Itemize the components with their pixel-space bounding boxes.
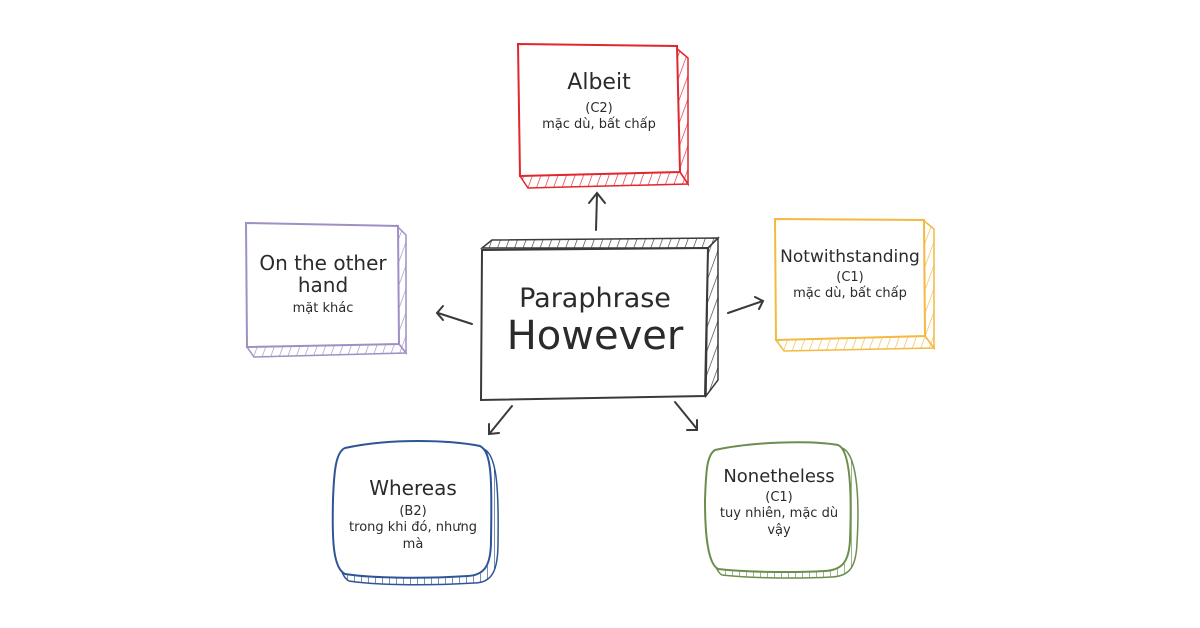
center-line1: Paraphrase [519, 283, 671, 315]
node-albeit-box [516, 42, 690, 189]
node-notwithstanding-title: Notwithstanding [780, 246, 920, 267]
arrow-to-on-the-other-hand [435, 305, 473, 325]
node-albeit-meaning: mặc dù, bất chấp [542, 117, 656, 133]
node-on-the-other-hand-meaning: mặt khác [292, 301, 354, 317]
arrow-to-albeit [588, 191, 606, 231]
node-on-the-other-hand: On the other hand mặt khác [248, 248, 398, 322]
node-albeit-title: Albeit [567, 69, 631, 95]
node-notwithstanding-box [773, 217, 936, 352]
arrow-to-notwithstanding [727, 296, 765, 314]
center-box [479, 236, 720, 402]
node-albeit: Albeit (C2) mặc dù, bất chấp [520, 62, 678, 142]
node-whereas-meaning: trong khi đó, nhưng mà [349, 520, 477, 552]
node-nonetheless-level: (C1) [765, 490, 793, 506]
arrow-to-whereas [488, 405, 513, 436]
center-line2: However [506, 312, 684, 359]
node-nonetheless-title: Nonetheless [723, 466, 835, 488]
node-albeit-level: (C2) [585, 100, 613, 116]
node-on-the-other-hand-title: On the other hand [259, 251, 387, 298]
node-whereas-level: (B2) [399, 504, 427, 520]
arrow-to-nonetheless [674, 401, 698, 431]
node-on-the-other-hand-box [244, 221, 408, 358]
node-nonetheless: Nonetheless (C1) tuy nhiên, mặc dù vậy [708, 464, 850, 542]
node-nonetheless-meaning: tuy nhiên, mặc dù vậy [719, 506, 839, 538]
node-notwithstanding: Notwithstanding (C1) mặc dù, bất chấp [776, 242, 924, 308]
node-notwithstanding-meaning: mặc dù, bất chấp [793, 285, 907, 301]
node-whereas-box [331, 440, 499, 586]
node-notwithstanding-level: (C1) [836, 269, 864, 285]
node-whereas-title: Whereas [369, 476, 457, 501]
node-whereas: Whereas (B2) trong khi đó, nhưng mà [338, 474, 488, 556]
node-nonetheless-box [703, 441, 859, 579]
center-node: Paraphrase However [484, 276, 706, 366]
